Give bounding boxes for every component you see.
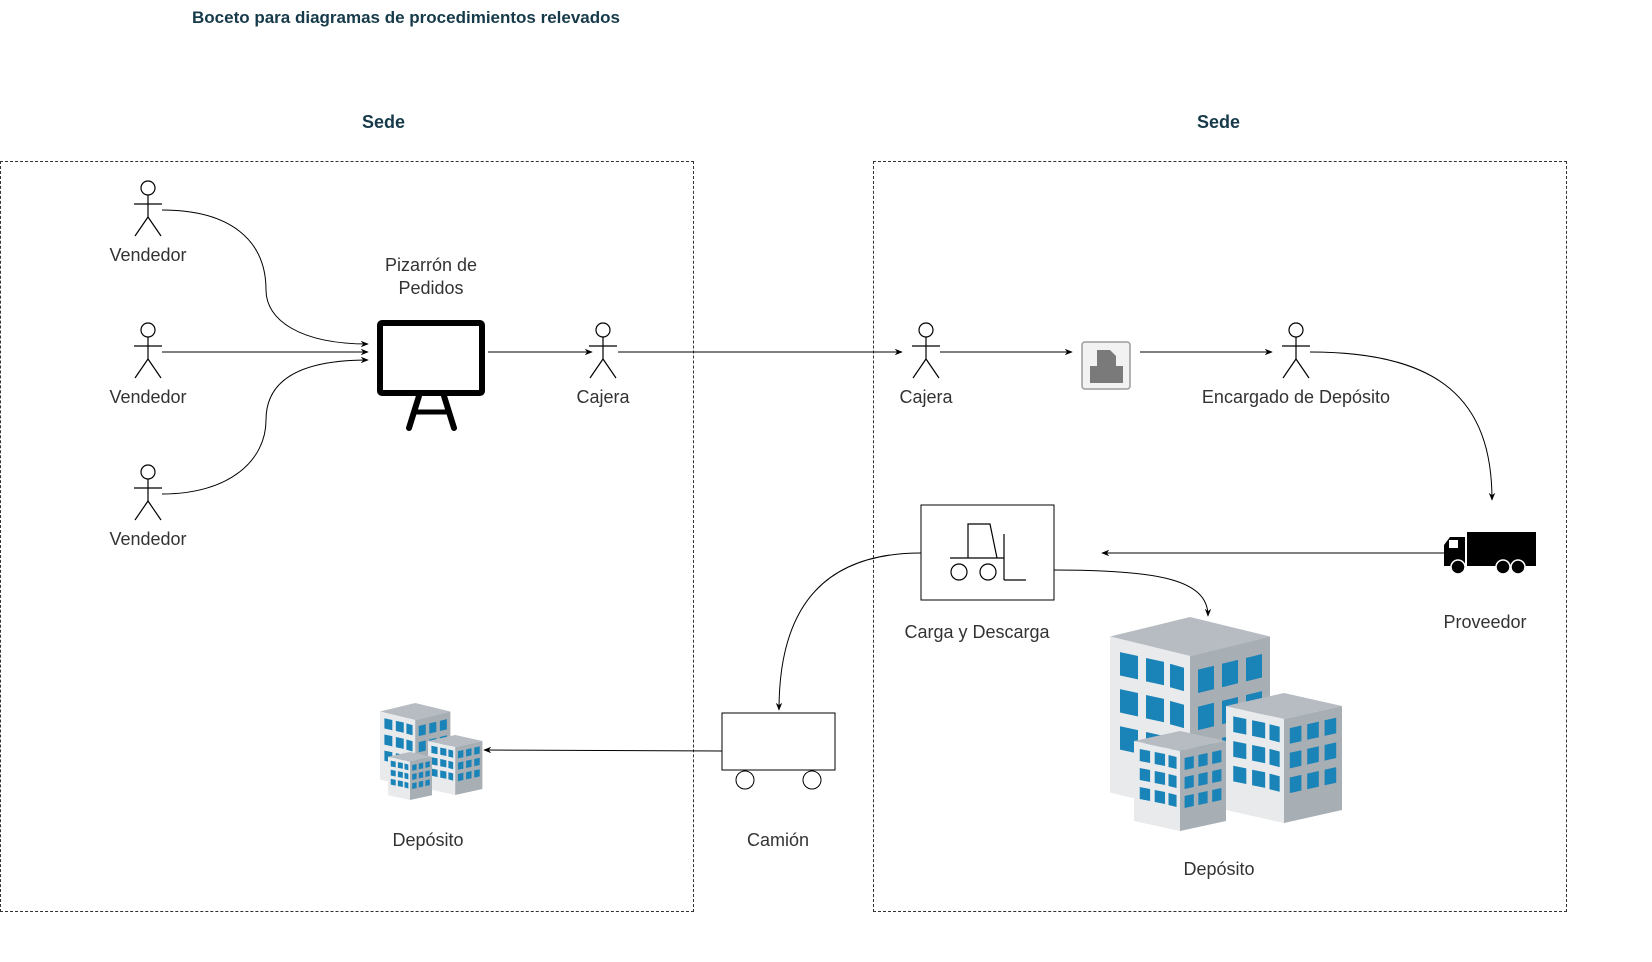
vendedor-3-actor-icon[interactable] — [133, 464, 163, 521]
cajera-left-label: Cajera — [576, 387, 630, 407]
deposito-right-label: Depósito — [1183, 859, 1255, 879]
sede-right-label: Sede — [1197, 112, 1241, 132]
pizarron-label: Pizarrón de Pedidos — [384, 255, 478, 298]
deposito-left-label: Depósito — [392, 830, 464, 850]
cart-icon[interactable] — [721, 712, 836, 790]
encargado-label: Encargado de Depósito — [1201, 387, 1391, 407]
vendedor-1-actor-icon[interactable] — [133, 180, 163, 237]
encargado-actor-icon[interactable] — [1281, 322, 1311, 379]
sede-left-container[interactable] — [0, 161, 694, 912]
sede-left-label: Sede — [362, 112, 406, 132]
truck-icon[interactable] — [1444, 532, 1536, 575]
buildings-small-icon[interactable] — [380, 703, 483, 800]
whiteboard-icon[interactable] — [377, 320, 485, 431]
buildings-large-icon[interactable] — [1110, 617, 1342, 831]
camion-label: Camión — [746, 830, 810, 850]
cajera-right-label: Cajera — [899, 387, 953, 407]
printer-icon[interactable] — [1081, 341, 1131, 390]
proveedor-label: Proveedor — [1443, 612, 1527, 632]
vendedor-2-label: Vendedor — [109, 387, 187, 407]
cajera-left-actor-icon[interactable] — [588, 322, 618, 379]
cajera-right-actor-icon[interactable] — [911, 322, 941, 379]
carga-descarga-label: Carga y Descarga — [904, 622, 1050, 642]
vendedor-2-actor-icon[interactable] — [133, 322, 163, 379]
forklift-icon[interactable] — [920, 504, 1055, 601]
diagram-title: Boceto para diagramas de procedimientos … — [192, 8, 620, 27]
vendedor-3-label: Vendedor — [109, 529, 187, 549]
sede-right-container[interactable] — [873, 161, 1567, 912]
vendedor-1-label: Vendedor — [109, 245, 187, 265]
